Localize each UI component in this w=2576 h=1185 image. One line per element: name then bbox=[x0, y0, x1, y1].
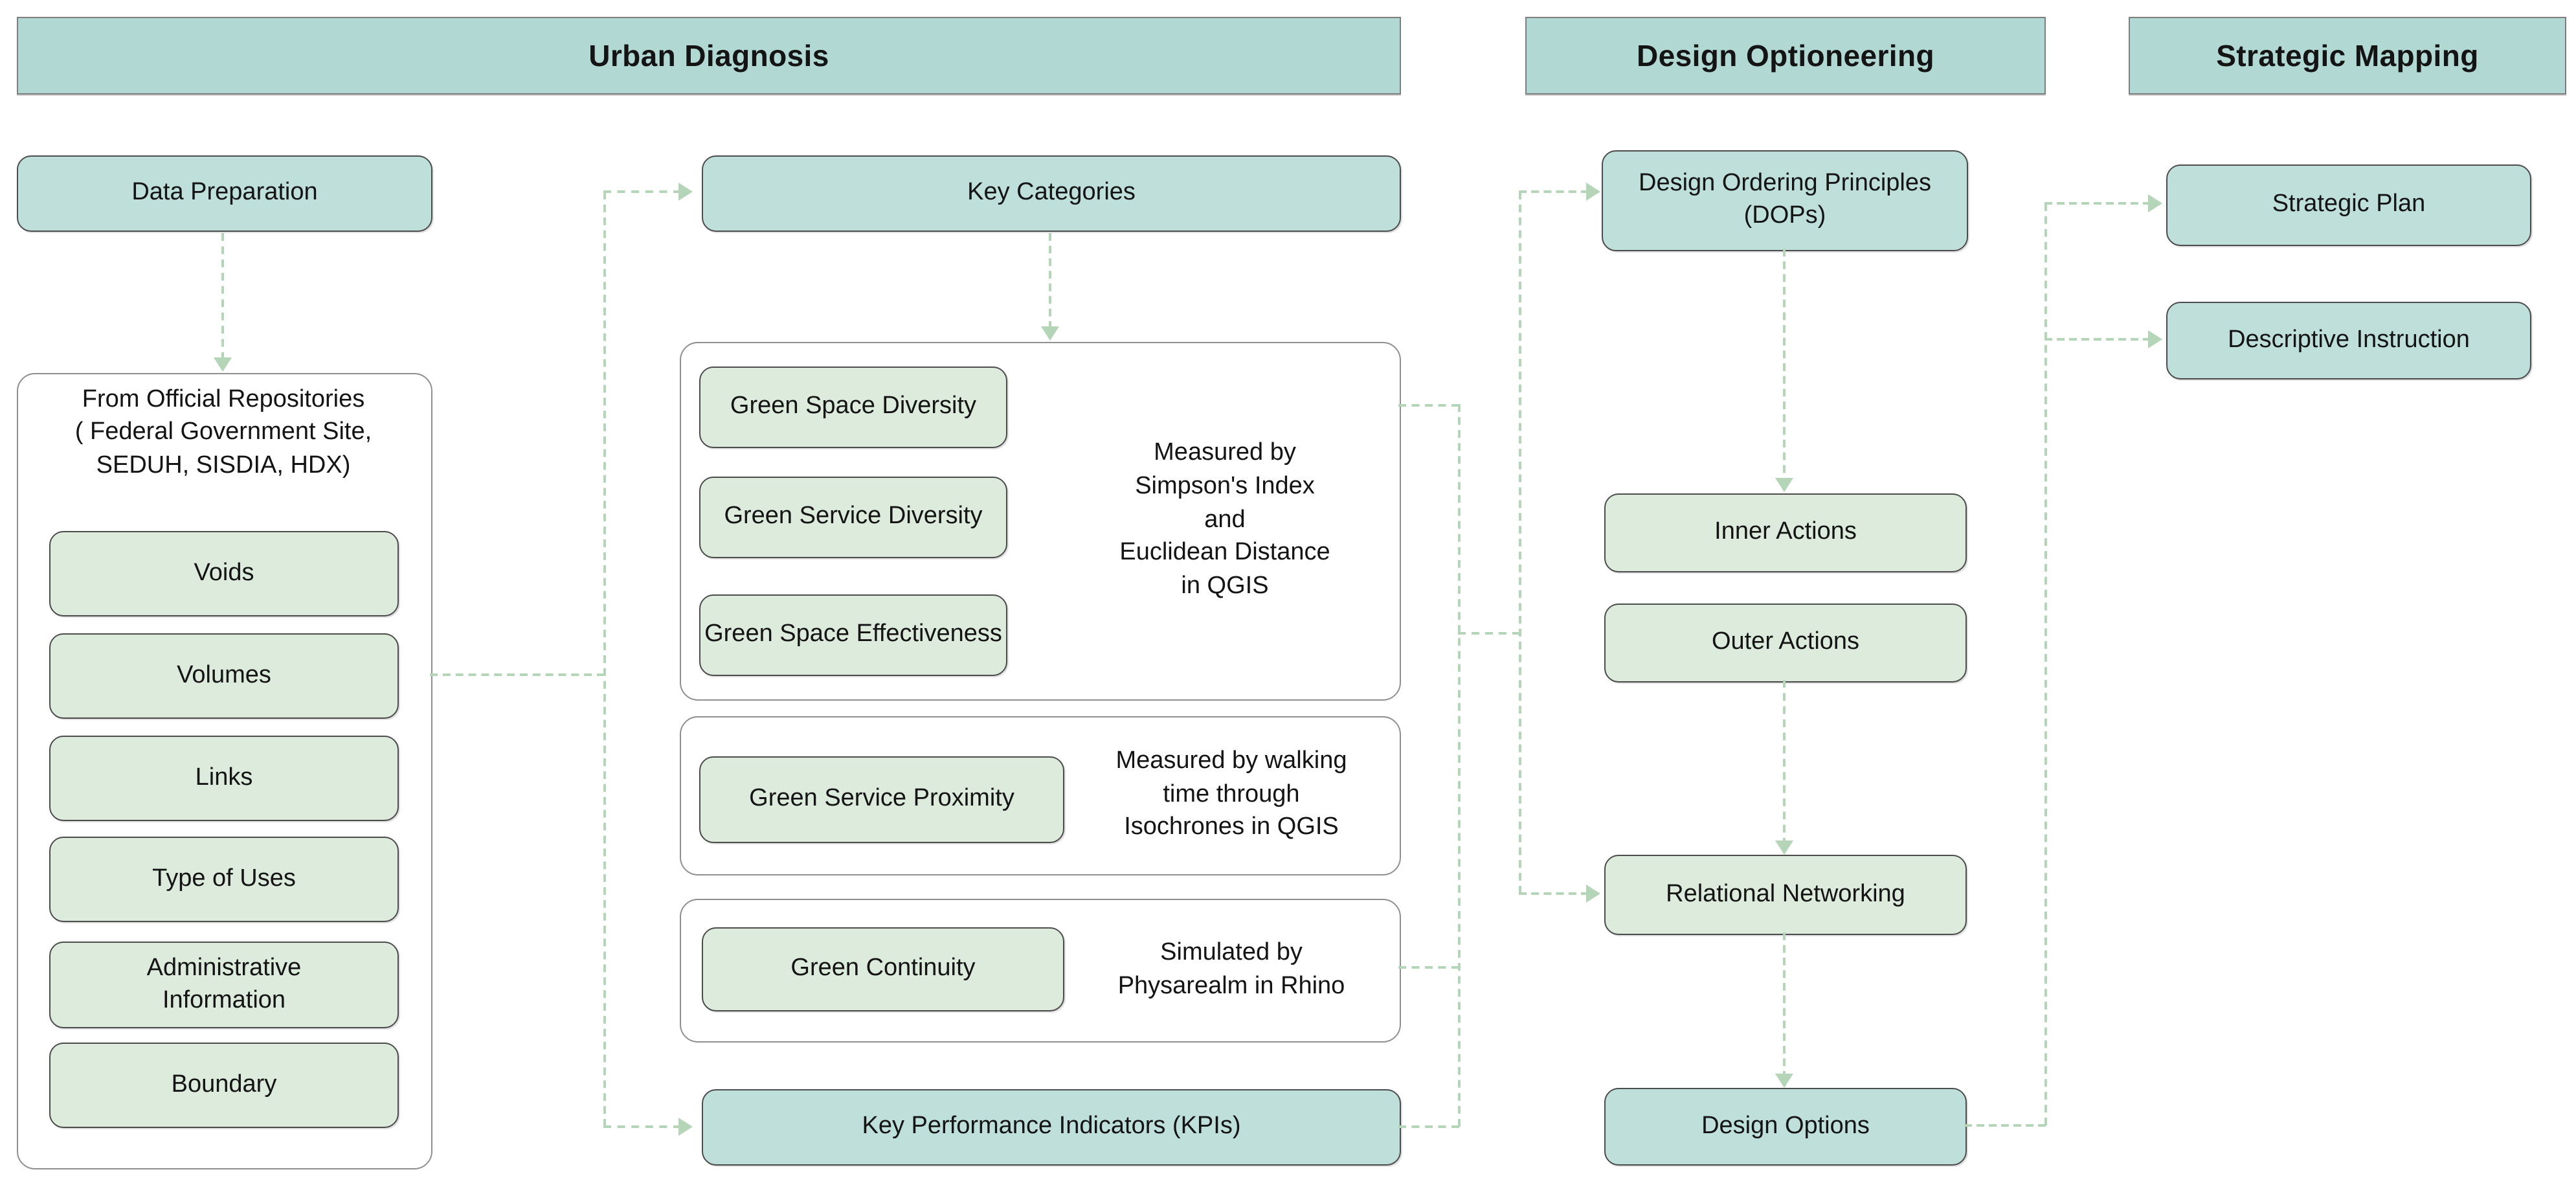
connector-outer-to-relational bbox=[1783, 680, 1786, 846]
connector-designoptions-exit bbox=[1964, 1124, 2046, 1127]
node-green-space-diversity: Green Space Diversity bbox=[699, 367, 1007, 448]
node-type-of-uses: Type of Uses bbox=[49, 837, 399, 922]
connector-mid-spine bbox=[1458, 404, 1461, 1127]
connector-diversity-exit bbox=[1398, 404, 1459, 407]
note-simpsons-index: Measured by Simpson's Index and Euclidea… bbox=[1119, 439, 1330, 600]
connector-kpis-exit bbox=[1398, 1125, 1459, 1128]
connector-to-dops bbox=[1519, 190, 1589, 193]
header-strategic-mapping: Strategic Mapping bbox=[2129, 17, 2566, 95]
connector-mid-bridge bbox=[1458, 632, 1520, 635]
node-links: Links bbox=[49, 736, 399, 821]
node-green-space-effectiveness: Green Space Effectiveness bbox=[699, 594, 1007, 676]
connector-continuity-exit bbox=[1398, 966, 1459, 969]
node-boundary: Boundary bbox=[49, 1043, 399, 1128]
node-kpis: Key Performance Indicators (KPIs) bbox=[702, 1089, 1401, 1166]
arrow-right-icon bbox=[1586, 885, 1600, 903]
note-physarealm: Simulated by Physarealm in Rhino bbox=[1117, 938, 1345, 999]
header-urban-diagnosis: Urban Diagnosis bbox=[17, 17, 1401, 95]
node-inner-actions: Inner Actions bbox=[1604, 493, 1967, 572]
node-voids: Voids bbox=[49, 531, 399, 616]
node-descriptive-instruction: Descriptive Instruction bbox=[2166, 302, 2531, 379]
node-green-service-diversity: Green Service Diversity bbox=[699, 477, 1007, 558]
note-isochrones: Measured by walking time through Isochro… bbox=[1115, 747, 1347, 841]
repositories-title: From Official Repositories ( Federal Gov… bbox=[74, 386, 372, 479]
connector-to-relational bbox=[1519, 892, 1589, 895]
node-green-service-proximity: Green Service Proximity bbox=[699, 756, 1064, 843]
arrow-right-icon bbox=[1586, 183, 1600, 201]
node-dops: Design Ordering Principles (DOPs) bbox=[1602, 150, 1968, 251]
connector-left-spine bbox=[603, 192, 606, 1127]
arrow-right-icon bbox=[2148, 194, 2162, 212]
arrow-down-icon bbox=[214, 357, 232, 372]
connector-keycategories-to-groups bbox=[1049, 233, 1051, 329]
connector-to-descriptiveinstruction bbox=[2044, 338, 2151, 341]
header-design-optioneering: Design Optioneering bbox=[1525, 17, 2046, 95]
node-data-preparation: Data Preparation bbox=[17, 155, 432, 232]
connector-right-spine bbox=[1519, 192, 1521, 894]
node-administrative-information: Administrative Information bbox=[49, 942, 399, 1028]
arrow-right-icon bbox=[678, 1118, 693, 1136]
node-design-options: Design Options bbox=[1604, 1088, 1967, 1166]
node-outer-actions: Outer Actions bbox=[1604, 604, 1967, 683]
connector-rightcol-spine bbox=[2044, 203, 2047, 1125]
connector-to-strategicplan bbox=[2044, 202, 2151, 205]
connector-dops-to-inner bbox=[1783, 249, 1786, 486]
node-relational-networking: Relational Networking bbox=[1604, 855, 1967, 935]
node-volumes: Volumes bbox=[49, 633, 399, 719]
arrow-down-icon bbox=[1775, 1074, 1793, 1088]
node-key-categories: Key Categories bbox=[702, 155, 1401, 232]
arrow-right-icon bbox=[2148, 330, 2162, 348]
arrow-down-icon bbox=[1775, 478, 1793, 492]
node-strategic-plan: Strategic Plan bbox=[2166, 164, 2531, 246]
connector-to-keycategories bbox=[603, 190, 681, 193]
connector-to-kpis bbox=[603, 1125, 681, 1128]
node-green-continuity: Green Continuity bbox=[702, 927, 1064, 1011]
arrow-down-icon bbox=[1775, 841, 1793, 855]
connector-relational-to-designoptions bbox=[1783, 932, 1786, 1079]
arrow-down-icon bbox=[1041, 326, 1059, 341]
connector-repositories-feed bbox=[430, 673, 605, 676]
connector-dataprep-to-repositories bbox=[221, 233, 224, 360]
arrow-right-icon bbox=[678, 183, 693, 201]
